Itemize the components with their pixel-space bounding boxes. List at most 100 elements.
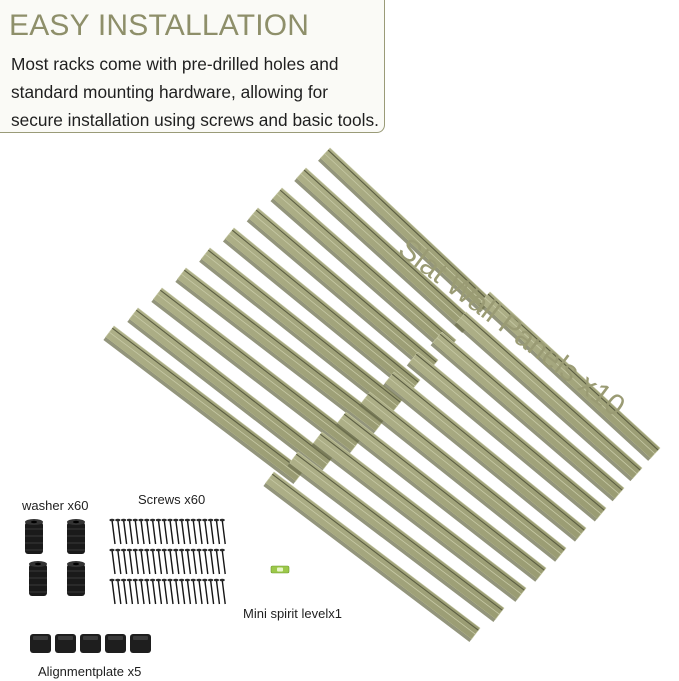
level-bubble — [277, 567, 283, 572]
slat-groove — [103, 337, 296, 484]
slat-channel — [159, 289, 359, 443]
screw-11 — [167, 518, 174, 545]
screw-23 — [121, 548, 128, 575]
screw-head — [144, 578, 150, 582]
alignment-plate-2 — [55, 634, 76, 653]
screw-head — [213, 518, 219, 522]
screw-head — [213, 548, 219, 552]
screw-head — [208, 518, 214, 522]
screw-head — [155, 548, 161, 552]
screw-shank — [215, 519, 221, 545]
screw-28 — [150, 548, 157, 575]
slat-panel-7 — [151, 287, 361, 454]
screw-head — [173, 518, 179, 522]
screw-head — [115, 548, 121, 552]
screw-shank — [134, 519, 139, 545]
screw-shank — [186, 549, 192, 575]
screw-60 — [219, 578, 226, 605]
screw-shank — [146, 549, 151, 575]
screw-54 — [184, 578, 192, 605]
slat-channel — [271, 473, 479, 631]
screw-head — [115, 578, 121, 582]
screw-shank — [198, 519, 203, 545]
screw-head — [179, 578, 185, 582]
screw-47 — [144, 578, 151, 605]
screw-head — [196, 518, 202, 522]
screw-shank — [180, 579, 186, 605]
screw-head — [167, 578, 173, 582]
slat-highlight — [388, 377, 582, 535]
screw-24 — [126, 548, 134, 575]
screw-44 — [126, 578, 134, 605]
slat-highlight — [204, 253, 398, 407]
screw-shank — [215, 579, 221, 605]
screw-head — [155, 518, 161, 522]
screws-label: Screws x60 — [138, 492, 206, 507]
screw-shank — [146, 519, 151, 545]
screw-43 — [121, 578, 128, 605]
screw-shank — [134, 549, 139, 575]
screw-shank — [221, 549, 226, 575]
slat-highlight — [276, 193, 452, 347]
slat-highlight — [300, 173, 470, 327]
screw-shank — [122, 579, 128, 605]
slat-highlight — [293, 457, 500, 615]
slat-highlight — [412, 357, 602, 515]
screw-2 — [115, 518, 122, 545]
slat-panel-9 — [103, 325, 305, 484]
screw-48 — [150, 578, 157, 605]
screw-53 — [179, 578, 186, 605]
screw-39 — [213, 548, 221, 575]
screw-46 — [138, 578, 145, 605]
slat-groove — [478, 302, 651, 461]
screw-shank — [204, 549, 209, 575]
screw-head — [138, 578, 144, 582]
screw-shank — [134, 579, 139, 605]
screw-40 — [219, 548, 226, 575]
washer-hole — [35, 562, 41, 566]
screw-head — [179, 548, 185, 552]
screw-shank — [209, 579, 215, 605]
washer-body — [29, 564, 47, 596]
callout-line-2: standard mounting hardware, allowing for — [11, 82, 329, 102]
slat-channel — [255, 209, 437, 363]
screw-head — [179, 518, 185, 522]
slat-highlight — [436, 337, 620, 495]
screw-head — [126, 548, 132, 552]
slat-panel-11 — [454, 311, 643, 482]
slat-wall-panels — [103, 147, 661, 642]
screw-16 — [196, 518, 203, 545]
screw-22 — [115, 548, 122, 575]
screw-head — [184, 548, 190, 552]
slat-groove — [318, 158, 483, 313]
screw-head — [109, 518, 115, 522]
screw-head — [161, 548, 167, 552]
screw-6 — [138, 518, 145, 545]
screw-10 — [161, 518, 168, 545]
screw-18 — [208, 518, 215, 545]
screw-shank — [157, 549, 163, 575]
screw-7 — [144, 518, 151, 545]
screw-head — [196, 548, 202, 552]
slat-panel-2 — [270, 187, 457, 354]
slat-channel — [135, 309, 331, 461]
slat-highlight — [341, 417, 542, 575]
slat-highlight — [252, 213, 434, 367]
slat-groove — [311, 443, 518, 602]
screw-head — [150, 578, 156, 582]
screw-34 — [184, 548, 192, 575]
slat-panel-3 — [246, 207, 439, 374]
washer-2 — [67, 519, 85, 554]
slat-groove — [454, 322, 633, 482]
screw-shank — [111, 519, 116, 545]
slat-groove — [151, 299, 352, 454]
screw-head — [109, 548, 115, 552]
screw-shank — [180, 549, 186, 575]
callout-line-1: Most racks come with pre-drilled holes a… — [11, 54, 339, 74]
screw-head — [202, 518, 208, 522]
screw-shank — [221, 579, 226, 605]
slat-panel-4 — [222, 227, 421, 394]
screw-shank — [186, 519, 192, 545]
callout-title: EASY INSTALLATION — [9, 9, 310, 42]
slat-panel-5 — [199, 247, 403, 414]
